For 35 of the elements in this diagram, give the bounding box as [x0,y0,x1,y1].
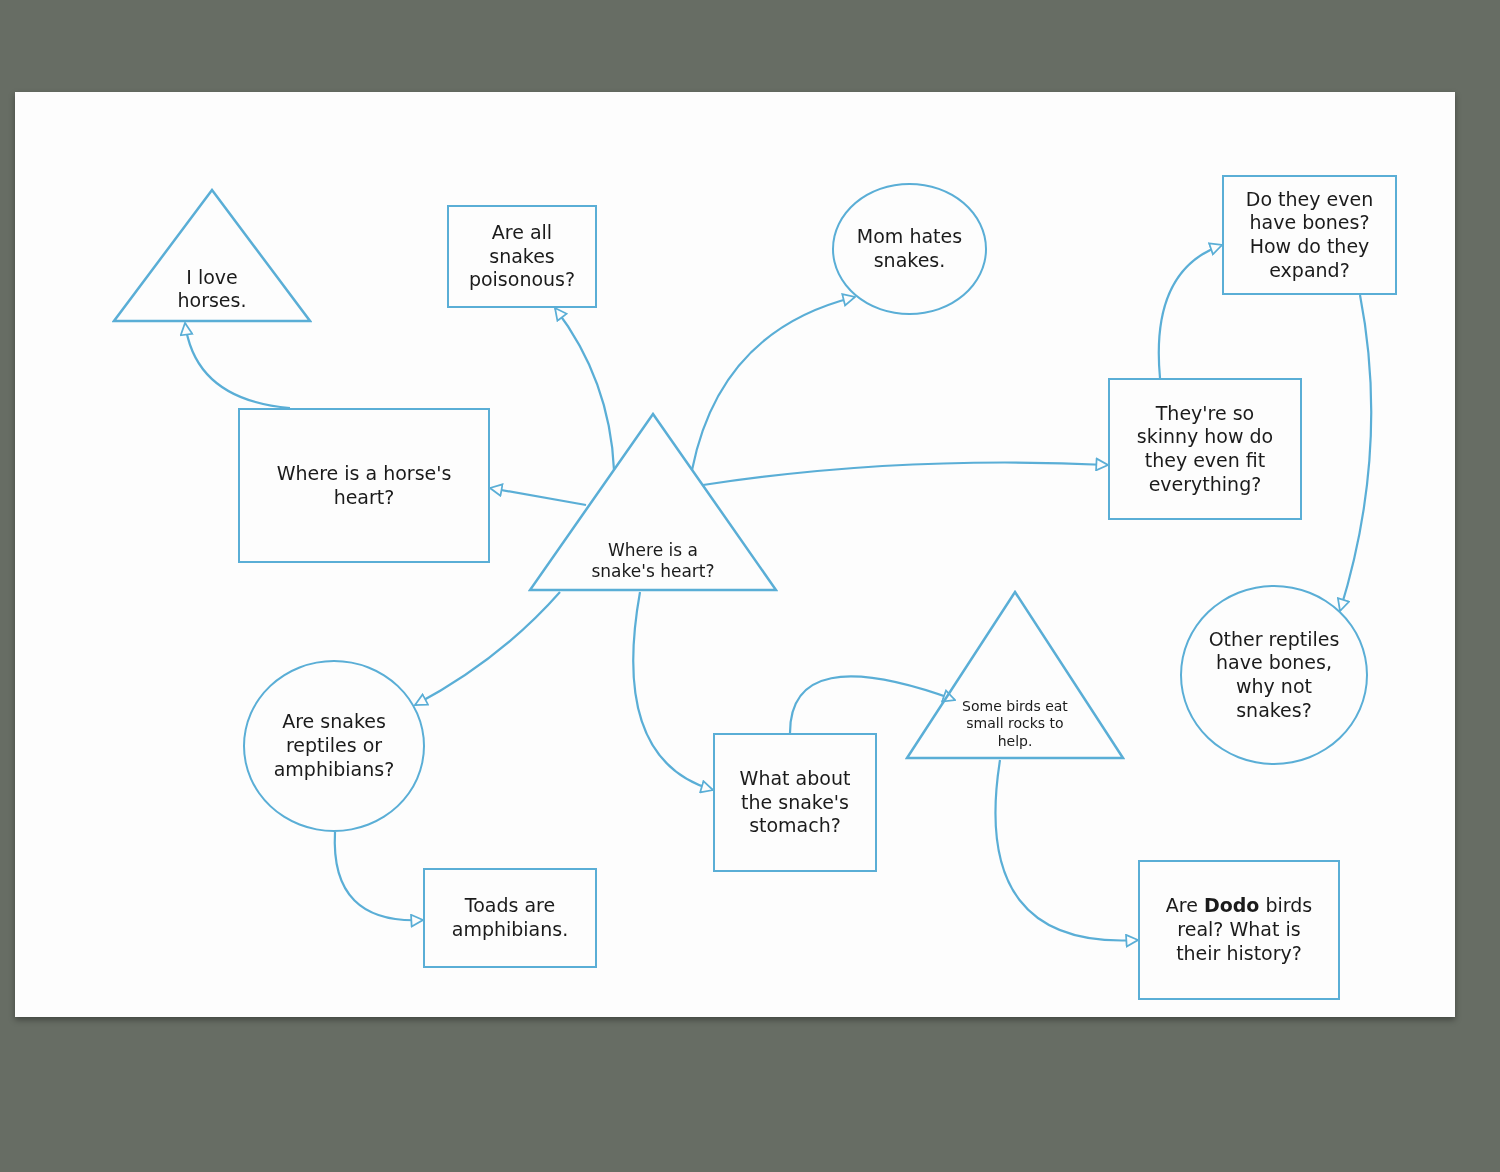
node-text: They're so skinny how do they even fit everything? [1135,401,1275,497]
question-box [423,868,597,968]
node-text: I love horses. [176,265,248,313]
question-box [713,733,877,872]
node-text: Do they even have bones? How do they expand? [1244,187,1375,283]
arrow [994,759,1139,947]
node-text: Are all snakes poisonous? [467,220,577,293]
node-text: Where is a horse's heart? [275,461,453,510]
question-box [1138,860,1340,1000]
node-text: What about the snake's stomach? [738,766,852,839]
node-text: Other reptiles have bones, why not snakes? [1207,627,1341,723]
node-text: Are Dodo birds real? What is their history? [1164,894,1314,966]
question-box [447,205,597,308]
node-text: Are snakes reptiles or amphibians? [272,710,396,782]
arrow [690,293,856,471]
arrow [788,675,956,734]
arrow [702,457,1109,487]
arrow [180,322,291,410]
triangle-node [528,412,778,592]
arrow [414,591,561,706]
node-text: Mom hates snakes. [855,225,964,273]
arrow [1157,243,1223,379]
arrow [489,483,587,507]
node-text: Toads are amphibians. [450,894,570,942]
arrow [333,832,424,927]
arrow [1336,294,1373,612]
question-box [1108,378,1302,520]
question-box [238,408,490,563]
triangle-node [905,590,1125,760]
node-text: Some birds eat small rocks to help. [961,697,1069,750]
question-box [1222,175,1397,295]
arrow [632,591,714,793]
node-text: Where is a snake's heart? [590,539,716,582]
triangle-node [112,188,312,323]
arrow [554,307,616,471]
